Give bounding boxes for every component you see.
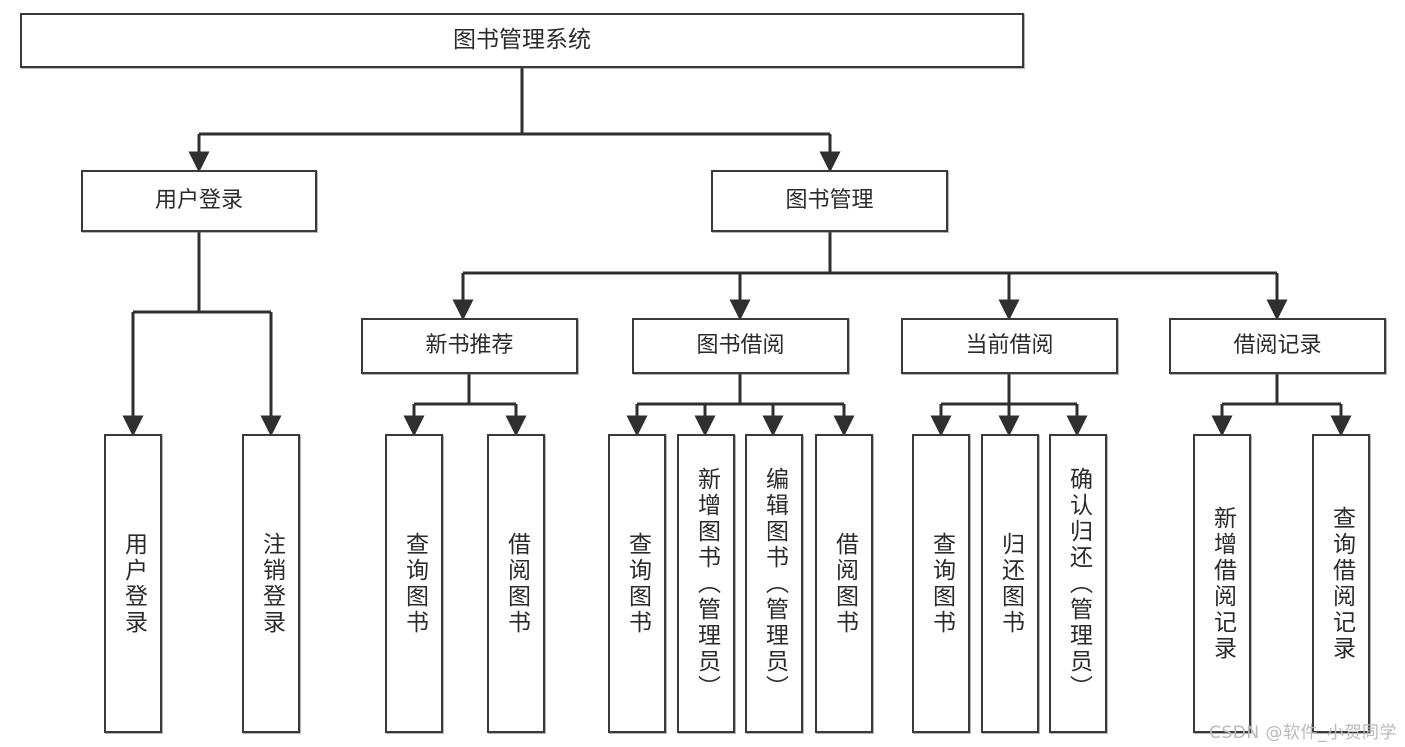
node-user-login[interactable]: 用户登录 <box>81 170 317 232</box>
node-current-borrow[interactable]: 当前借阅 <box>901 318 1118 374</box>
leaf-borrow-book-recommend[interactable]: 借阅图书 <box>487 434 545 733</box>
node-label: 图书管理系统 <box>453 26 591 53</box>
node-label: 用户登录 <box>120 531 147 636</box>
leaf-user-login[interactable]: 用户登录 <box>104 434 162 733</box>
node-label: 归还图书 <box>997 531 1024 636</box>
leaf-query-book-borrow[interactable]: 查询图书 <box>608 434 666 733</box>
node-label: 借阅图书 <box>831 531 858 636</box>
node-book-borrow[interactable]: 图书借阅 <box>632 318 849 374</box>
node-label: 查询图书 <box>401 531 428 636</box>
node-label: 借阅记录 <box>1233 332 1322 358</box>
node-label: 查询借阅记录 <box>1328 505 1355 662</box>
leaf-add-book-admin[interactable]: 新增图书（管理员） <box>677 434 735 733</box>
leaf-borrow-book[interactable]: 借阅图书 <box>815 434 873 733</box>
leaf-add-borrow-record[interactable]: 新增借阅记录 <box>1193 434 1251 733</box>
node-label: 查询图书 <box>624 531 651 636</box>
leaf-confirm-return-admin[interactable]: 确认归还（管理员） <box>1049 434 1107 733</box>
leaf-query-book-recommend[interactable]: 查询图书 <box>385 434 443 733</box>
node-book-management[interactable]: 图书管理 <box>711 170 948 232</box>
leaf-query-borrow-record[interactable]: 查询借阅记录 <box>1312 434 1370 733</box>
node-new-book-recommend[interactable]: 新书推荐 <box>361 318 578 374</box>
node-label: 借阅图书 <box>503 531 530 636</box>
node-borrow-record[interactable]: 借阅记录 <box>1169 318 1386 374</box>
node-label: 编辑图书（管理员） <box>761 466 788 701</box>
leaf-edit-book-admin[interactable]: 编辑图书（管理员） <box>745 434 803 733</box>
leaf-query-book-current[interactable]: 查询图书 <box>912 434 970 733</box>
node-label: 图书管理 <box>785 187 874 213</box>
node-label: 新书推荐 <box>425 332 514 358</box>
node-root-system[interactable]: 图书管理系统 <box>20 13 1024 68</box>
watermark-text: CSDN @软件_小贺同学 <box>1209 723 1397 743</box>
leaf-logout-login[interactable]: 注销登录 <box>242 434 300 733</box>
node-label: 确认归还（管理员） <box>1065 466 1092 701</box>
node-label: 图书借阅 <box>696 332 785 358</box>
node-label: 当前借阅 <box>965 332 1054 358</box>
leaf-return-book[interactable]: 归还图书 <box>981 434 1039 733</box>
node-label: 查询图书 <box>928 531 955 636</box>
node-label: 新增借阅记录 <box>1209 505 1236 662</box>
node-label: 注销登录 <box>258 531 285 636</box>
node-label: 用户登录 <box>154 187 243 213</box>
node-label: 新增图书（管理员） <box>693 466 720 701</box>
